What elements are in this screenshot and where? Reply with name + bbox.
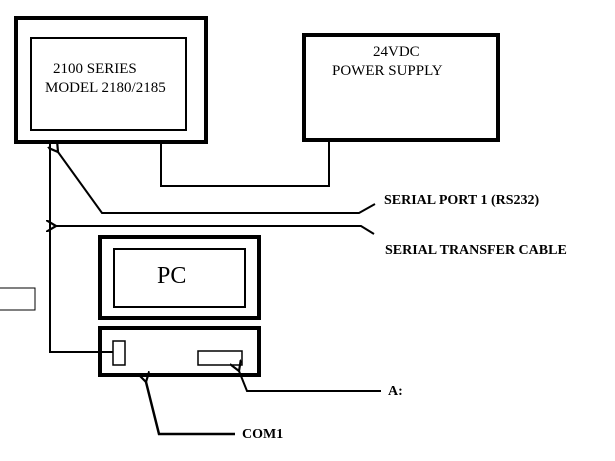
drive-a-pointer — [239, 371, 381, 392]
device-2100-series: 2100 SERIES MODEL 2180/2185 — [14, 16, 208, 144]
serial-port-label: SERIAL PORT 1 (RS232) — [384, 193, 540, 208]
drive-a-slot — [197, 350, 243, 366]
drive-a-label: A: — [388, 384, 403, 399]
serial-port-cable — [58, 152, 376, 214]
power-supply-line1: 24VDC — [373, 44, 420, 60]
pc-label: PC — [157, 263, 186, 289]
device-title-line2: MODEL 2180/2185 — [45, 80, 166, 96]
monitor-screen — [113, 248, 246, 308]
base-unit-box — [98, 326, 261, 377]
power-supply-box — [302, 33, 500, 142]
device-inner-frame — [30, 37, 187, 131]
com1-pointer — [146, 382, 235, 436]
com1-port — [112, 340, 126, 366]
pc-monitor: PC — [98, 235, 261, 320]
com1-label: COM1 — [242, 427, 283, 442]
device-title-line1: 2100 SERIES — [53, 61, 137, 77]
device-outer-frame — [14, 16, 208, 144]
pc-base-unit — [98, 326, 261, 377]
left-edge-bracket — [0, 287, 36, 311]
serial-transfer-label: SERIAL TRANSFER CABLE — [385, 243, 567, 258]
power-cable — [160, 140, 330, 187]
monitor-outer-frame — [98, 235, 261, 320]
device-to-pc-cable — [49, 142, 113, 353]
serial-transfer-cable — [56, 226, 375, 235]
power-supply-line2: POWER SUPPLY — [332, 63, 443, 79]
power-supply: 24VDC POWER SUPPLY — [302, 33, 500, 142]
